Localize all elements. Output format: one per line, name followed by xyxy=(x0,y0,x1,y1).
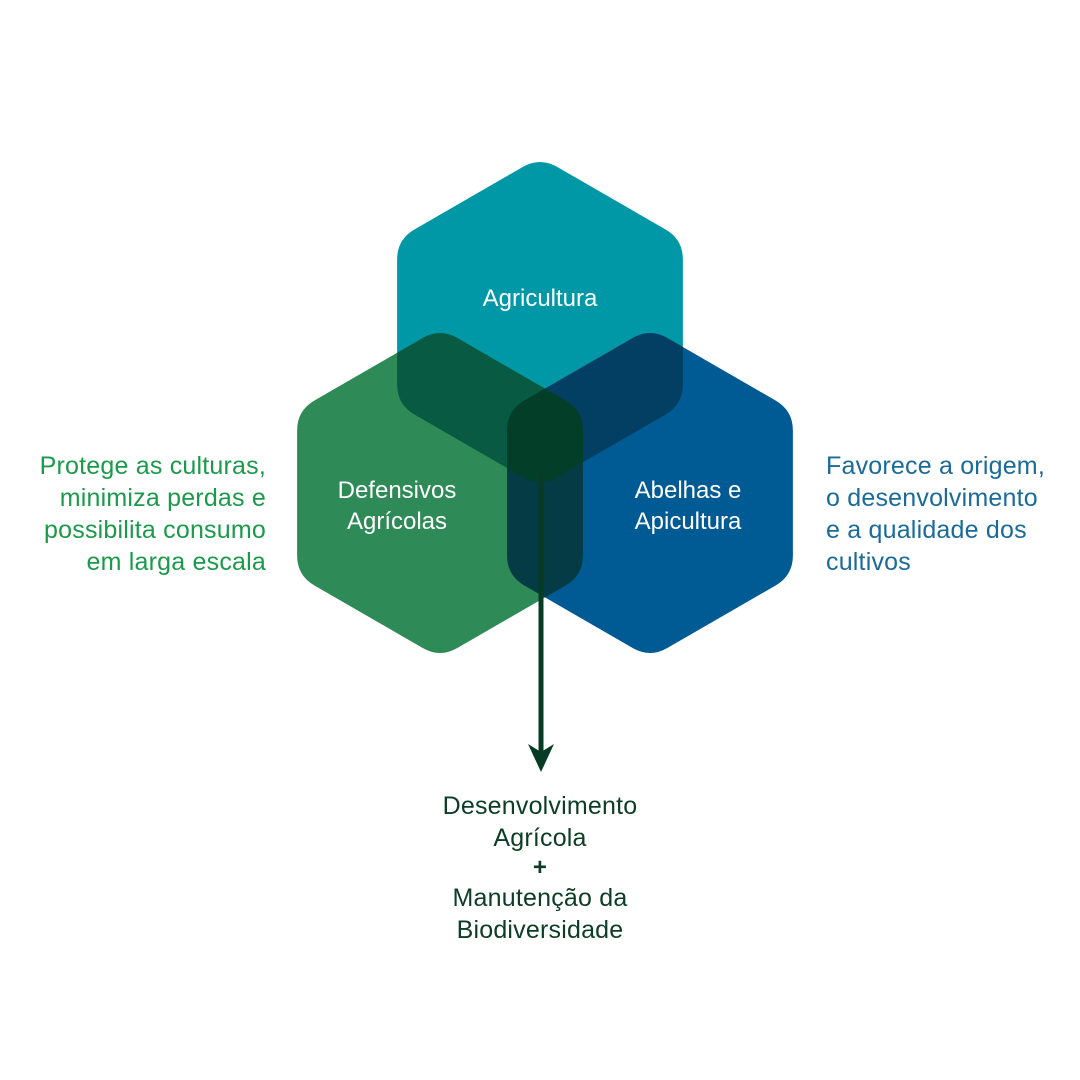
hexagon-label-abelhas: Abelhas e Apicultura xyxy=(635,477,742,535)
arrow-head xyxy=(528,744,554,772)
hexagon-label-line: Apicultura xyxy=(635,508,742,535)
description-line: e a qualidade dos xyxy=(826,516,1027,544)
description-line: Favorece a origem, xyxy=(826,452,1045,480)
description-line: Protege as culturas, xyxy=(39,452,266,480)
result-line-1: Desenvolvimento xyxy=(442,792,638,820)
hexagon-label-line: Abelhas e xyxy=(635,477,742,504)
overlap-center-wrap xyxy=(507,333,583,482)
description-line: possibilita consumo xyxy=(44,516,266,544)
result-line-4: Biodiversidade xyxy=(456,916,624,944)
left-description: Protege as culturas, minimiza perdas e pos… xyxy=(0,450,266,578)
right-description: Favorece a origem, o desenvolvimento e a q… xyxy=(826,450,1080,578)
description-line: em larga escala xyxy=(86,548,266,576)
hexagon-label-line: Agricultura xyxy=(483,285,598,312)
overlap-center xyxy=(507,333,583,482)
result-line-3: Manutenção da xyxy=(452,884,628,912)
plus-sign: + xyxy=(532,854,548,881)
description-line: cultivos xyxy=(826,548,911,576)
result-line-2: Agrícola xyxy=(493,824,587,852)
description-line: minimiza perdas e xyxy=(59,484,266,512)
result-text: Desenvolvimento Agrícola + Manutenção da… xyxy=(340,790,740,946)
hexagon-label-agricultura: Agricultura xyxy=(483,285,598,312)
hexagon-label-line: Agrícolas xyxy=(347,508,447,535)
description-line: o desenvolvimento xyxy=(826,484,1038,512)
hexagon-label-line: Defensivos xyxy=(338,477,457,504)
